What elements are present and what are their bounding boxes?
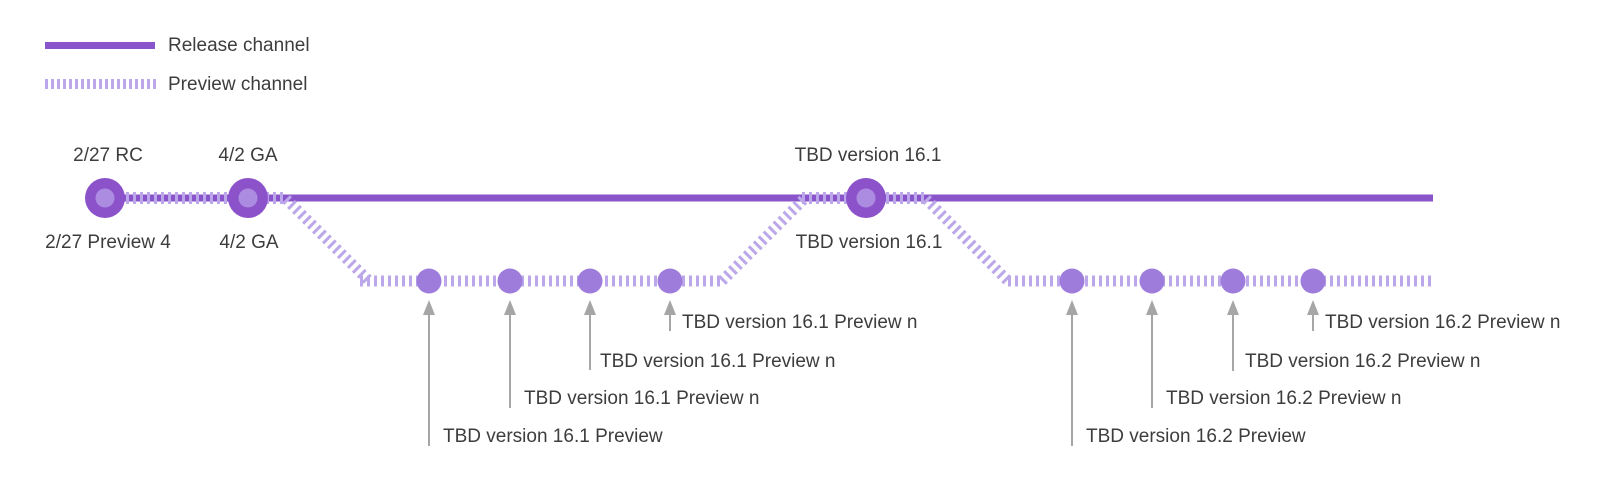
- preview-channel-swatch-icon: [45, 79, 157, 89]
- arrow-head-icon: [423, 300, 435, 315]
- milestone-top-label-ga: 4/2 GA: [218, 145, 278, 166]
- arrow-16-2-d: [1307, 300, 1319, 331]
- arrow-16-2-a: [1066, 300, 1078, 446]
- arrow-16-1-d: [664, 300, 676, 331]
- preview-merge-up-16-1: [718, 195, 808, 285]
- preview-dot-16-1-d: [657, 268, 683, 294]
- preview-label-16-2-d: TBD version 16.2 Preview n: [1325, 312, 1561, 333]
- milestone-dot-inner: [238, 188, 258, 208]
- arrow-16-1-c: [584, 300, 596, 370]
- arrow-head-icon: [1227, 300, 1239, 315]
- arrow-16-1-b: [504, 300, 516, 408]
- milestone-dot-ga: [228, 178, 268, 218]
- milestone-top-label-16-1: TBD version 16.1: [794, 145, 942, 166]
- arrow-head-icon: [1307, 300, 1319, 315]
- preview-dot-16-1-a: [416, 268, 442, 294]
- release-channel-swatch-icon: [45, 42, 155, 49]
- preview-dot-16-2-a: [1059, 268, 1085, 294]
- milestone-bottom-label-16-1: TBD version 16.1: [795, 232, 943, 253]
- preview-branch-down-1: [282, 195, 372, 284]
- arrow-16-2-b: [1146, 300, 1158, 408]
- arrow-head-icon: [584, 300, 596, 315]
- preview-dot-16-2-d: [1300, 268, 1326, 294]
- milestone-dot-rc: [85, 178, 125, 218]
- milestone-dot-inner: [95, 188, 115, 208]
- preview-label-16-2-c: TBD version 16.2 Preview n: [1245, 351, 1481, 372]
- milestone-dot-16-1: [846, 178, 886, 218]
- preview-label-16-1-c: TBD version 16.1 Preview n: [600, 351, 836, 372]
- preview-dot-16-1-b: [497, 268, 523, 294]
- arrow-16-2-c: [1227, 300, 1239, 371]
- preview-branch-down-2: [922, 195, 1012, 285]
- arrow-head-icon: [664, 300, 676, 315]
- preview-label-16-1-d: TBD version 16.1 Preview n: [682, 312, 918, 333]
- preview-label-16-1-a: TBD version 16.1 Preview: [443, 426, 663, 447]
- arrow-head-icon: [1146, 300, 1158, 315]
- arrow-16-1-a: [423, 300, 435, 446]
- preview-dot-16-1-c: [577, 268, 603, 294]
- arrow-head-icon: [504, 300, 516, 315]
- milestone-dot-inner: [856, 188, 876, 208]
- legend-release-label: Release channel: [168, 35, 310, 56]
- milestone-bottom-label-ga: 4/2 GA: [219, 232, 279, 253]
- milestone-bottom-label-rc: 2/27 Preview 4: [45, 232, 171, 253]
- arrow-head-icon: [1066, 300, 1078, 315]
- preview-label-16-1-b: TBD version 16.1 Preview n: [524, 388, 760, 409]
- legend-preview-label: Preview channel: [168, 74, 308, 95]
- preview-dot-16-2-b: [1139, 268, 1165, 294]
- preview-label-16-2-b: TBD version 16.2 Preview n: [1166, 388, 1402, 409]
- preview-label-16-2-a: TBD version 16.2 Preview: [1086, 426, 1306, 447]
- preview-dot-16-2-c: [1220, 268, 1246, 294]
- milestone-top-label-rc: 2/27 RC: [73, 145, 143, 166]
- annotation-arrows: [423, 300, 1319, 446]
